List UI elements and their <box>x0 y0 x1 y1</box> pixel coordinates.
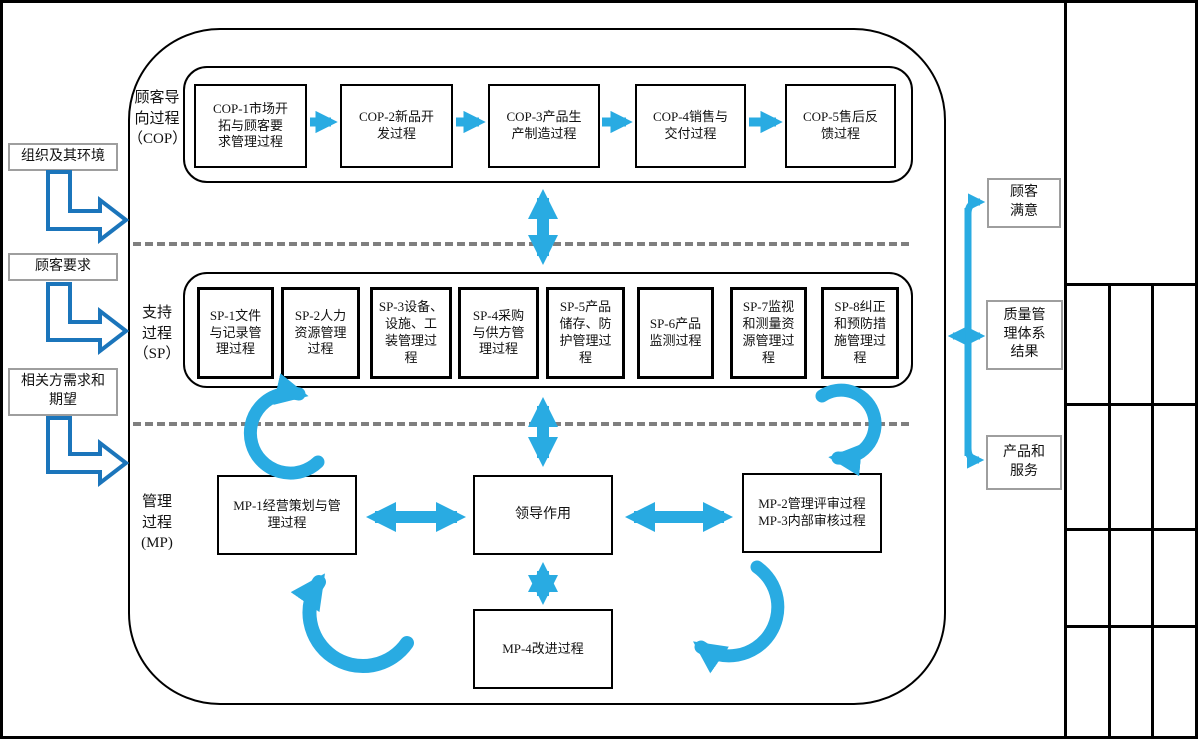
input-box-customer-requirements: 顾客要求 <box>8 253 118 281</box>
mp2-mp3-box: MP-2管理评审过程 MP-3内部审核过程 <box>742 473 882 553</box>
sp6-box: SP-6产品 监测过程 <box>637 287 714 379</box>
cop4-box: COP-4销售与 交付过程 <box>635 84 746 168</box>
leadership-box: 领导作用 <box>473 475 613 555</box>
sp-mp-dashed-divider <box>133 422 909 426</box>
sp4-box: SP-4采购 与供方管 理过程 <box>458 287 539 379</box>
output-box-products-services: 产品和 服务 <box>986 435 1062 490</box>
sp7-box: SP-7监视 和测量资 源管理过 程 <box>730 287 807 379</box>
cop-group-outline <box>183 66 913 183</box>
cop1-box: COP-1市场开 拓与顾客要 求管理过程 <box>194 84 307 168</box>
sp-row-label: 支持 过程 （SP） <box>133 305 181 363</box>
title-block-column-line-1 <box>1108 283 1111 739</box>
mp1-box: MP-1经营策划与管 理过程 <box>217 475 357 555</box>
title-block-row-line-4 <box>1064 625 1198 628</box>
cop3-box: COP-3产品生 产制造过程 <box>488 84 600 168</box>
cop2-box: COP-2新品开 发过程 <box>340 84 453 168</box>
input-box-interested-parties-needs: 相关方需求和 期望 <box>8 368 118 416</box>
mp4-box: MP-4改进过程 <box>473 609 613 689</box>
sp-group-outline <box>183 272 913 388</box>
cop-sp-dashed-divider <box>133 242 909 246</box>
mp-row-label: 管理 过程 (MP) <box>141 494 173 552</box>
cop5-box: COP-5售后反 馈过程 <box>785 84 896 168</box>
sp5-box: SP-5产品 储存、防 护管理过 程 <box>546 287 625 379</box>
title-block-left-line <box>1064 0 1067 739</box>
sp8-box: SP-8纠正 和预防措 施管理过 程 <box>821 287 899 379</box>
sp1-box: SP-1文件 与记录管 理过程 <box>197 287 274 379</box>
input-box-organization-environment: 组织及其环境 <box>8 143 118 171</box>
title-block-row-line-1 <box>1064 283 1198 286</box>
output-box-qms-results: 质量管 理体系 结果 <box>986 300 1063 370</box>
title-block-row-line-2 <box>1064 403 1198 406</box>
sp2-box: SP-2人力 资源管理 过程 <box>281 287 360 379</box>
process-map-outline <box>128 28 946 705</box>
cop-row-label: 顾客导 向过程 （COP） <box>128 90 188 148</box>
sp3-box: SP-3设备、 设施、工 装管理过 程 <box>370 287 452 379</box>
output-box-customer-satisfaction: 顾客 满意 <box>987 178 1061 228</box>
title-block-column-line-2 <box>1151 283 1154 739</box>
title-block-row-line-3 <box>1064 528 1198 531</box>
